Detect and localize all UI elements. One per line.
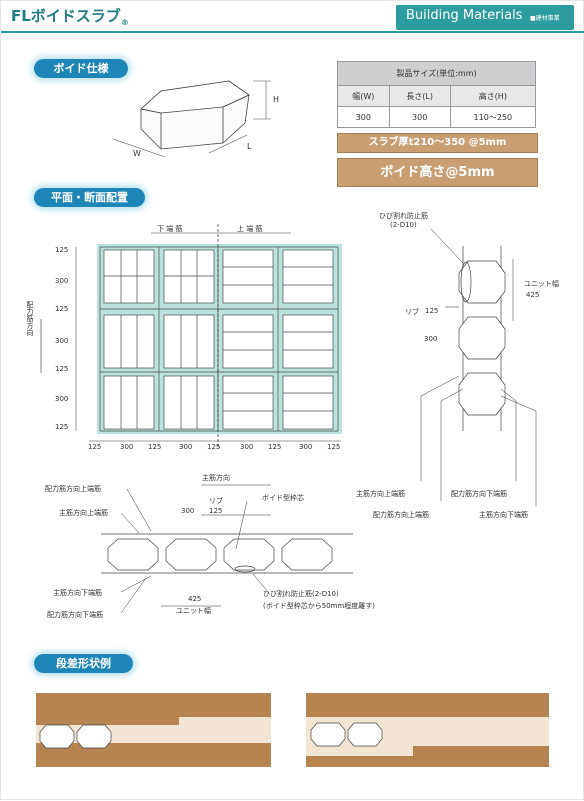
plan-left-dim: 125: [55, 305, 69, 313]
plan-bottom-dim: 125: [207, 443, 221, 451]
side-main-upper-label: 主筋方向上端筋: [356, 490, 405, 498]
table-cell-w: 300: [337, 106, 390, 128]
brand-band: Building Materials ■建材事業: [396, 5, 574, 30]
plan-bottom-dim: 300: [240, 443, 254, 451]
cross-rib-label: リブ: [209, 497, 223, 505]
side-unit-width-value: 425: [526, 291, 540, 299]
void-block-illustration: [140, 80, 250, 150]
table-caption: 製品サイズ(単位:mm): [337, 61, 536, 86]
side-crack-bar-label: ひび割れ防止筋: [379, 212, 428, 220]
product-size-table: 製品サイズ(単位:mm) 幅(W) 長さ(L) 高さ(H) 300 300 11…: [337, 61, 537, 128]
plan-bottom-dim: 300: [120, 443, 134, 451]
plan-bottom-dim: 125: [88, 443, 102, 451]
plan-bottom-dim: 125: [148, 443, 162, 451]
cross-main-dir-label: 主筋方向: [202, 474, 230, 482]
distribution-direction-label: 配力筋方向: [26, 301, 34, 336]
table-cell-l: 300: [388, 106, 451, 128]
cross-dist-lower-label: 配力筋方向下端筋: [47, 611, 103, 619]
cross-void-frame-label: ボイド型枠芯: [262, 494, 304, 502]
cross-dist-upper-label: 配力筋方向上端筋: [45, 485, 101, 493]
step-shape-left: [36, 693, 271, 767]
block-dims: [112, 80, 271, 158]
plan-left-dim: 125: [55, 365, 69, 373]
plan-grid: [99, 246, 339, 432]
cross-crack-bar-label: ひび割れ防止筋(2-D10): [263, 590, 339, 598]
cross-crack-note: (ボイド型枠芯から50mm程度離す): [263, 602, 376, 610]
plan-bottom-dim: 125: [327, 443, 341, 451]
cross-main-upper-label: 主筋方向上端筋: [59, 509, 108, 517]
plan-left-dim: 300: [55, 337, 69, 345]
dim-h-label: H: [273, 95, 280, 104]
step-shape-right: [306, 693, 549, 767]
header-rule: [1, 31, 584, 33]
side-main-lower-label: 主筋方向下端筋: [479, 511, 528, 519]
side-section: [458, 246, 506, 431]
side-dist-lower-label: 配力筋方向下端筋: [451, 490, 507, 498]
cross-section: [101, 533, 353, 574]
dim-w-label: W: [133, 149, 141, 158]
table-header-h: 高さ(H): [449, 85, 537, 107]
plan-left-dim: 125: [55, 246, 69, 254]
side-rib-value: 125: [425, 307, 439, 315]
table-cell-h: 110～250: [449, 106, 537, 128]
cross-dim-300: 300: [181, 507, 195, 515]
brand-name: Building Materials: [406, 8, 523, 23]
upper-bar-label: 上 端 筋: [237, 225, 263, 233]
side-unit-width-label: ユニット幅: [524, 280, 559, 288]
brand-sub: ■建材事業: [530, 15, 560, 22]
side-crack-bar-spec: (2-D10): [390, 221, 417, 229]
side-rib-label: リブ: [405, 308, 419, 316]
slab-thickness-banner: スラブ厚t210～350 @5mm: [337, 133, 538, 153]
plan-bottom-dim: 300: [299, 443, 313, 451]
table-header-l: 長さ(L): [388, 85, 451, 107]
void-height-banner: ボイド高さ@5mm: [337, 158, 538, 187]
section-plan: 平面・断面配置: [34, 188, 145, 207]
plan-left-dim: 300: [55, 395, 69, 403]
cross-unit-width-label: ユニット幅: [176, 607, 211, 615]
cross-dim-425: 425: [188, 595, 202, 603]
plan-bottom-dim: 125: [268, 443, 282, 451]
lower-bar-label: 下 端 筋: [157, 225, 183, 233]
side-dist-upper-label: 配力筋方向上端筋: [373, 511, 429, 519]
table-header-w: 幅(W): [337, 85, 390, 107]
cross-main-lower-label: 主筋方向下端筋: [53, 589, 102, 597]
plan-left-dim: 125: [55, 423, 69, 431]
cross-dim-125: 125: [209, 507, 223, 515]
cross-leaders: [120, 484, 271, 614]
plan-bottom-dim: 300: [179, 443, 193, 451]
side-void-value: 300: [424, 335, 438, 343]
section-void-spec: ボイド仕様: [34, 59, 128, 78]
side-leaders: [420, 228, 537, 506]
page-title: FLボイドスラブ®: [11, 7, 129, 27]
plan-left-dim: 300: [55, 277, 69, 285]
dim-l-label: L: [247, 142, 252, 151]
section-step: 段差形状例: [34, 654, 133, 673]
